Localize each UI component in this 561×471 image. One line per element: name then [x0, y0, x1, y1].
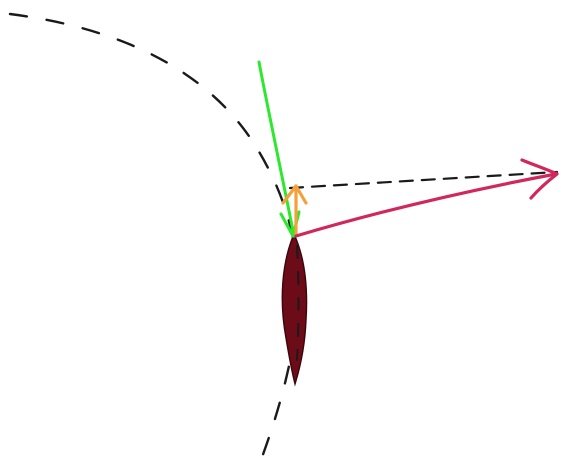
- dashed-line-over-leaf: [296, 245, 300, 361]
- orange-arrowhead: [281, 184, 308, 205]
- dashed-curved-path: [8, 12, 300, 470]
- dark-red-elongated-leaf-shape: [281, 232, 308, 387]
- dashed-horizontal-reference-line: [288, 170, 559, 190]
- green-incoming-vector: [257, 60, 296, 238]
- crimson-outgoing-vector: [294, 172, 558, 238]
- crimson-vector-arrowhead: [520, 158, 559, 200]
